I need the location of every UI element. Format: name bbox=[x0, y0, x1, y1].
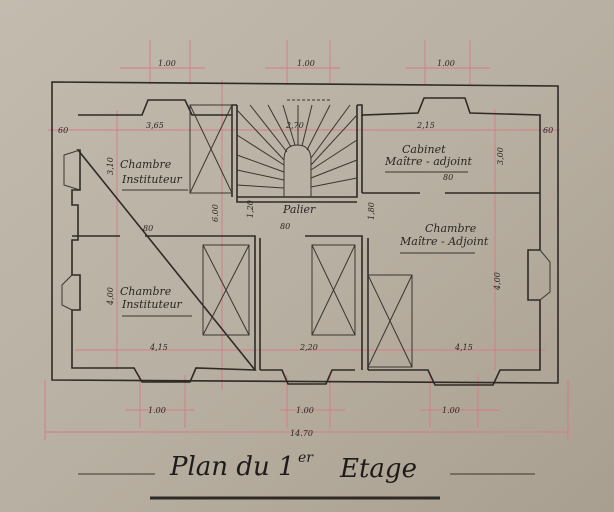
dim-palier-depth: 1,20 bbox=[246, 200, 255, 218]
room-name-chambre-top-left: Chambre bbox=[120, 158, 172, 171]
dim-height-right: 4,00 bbox=[493, 272, 502, 291]
title-rest: Etage bbox=[339, 454, 417, 484]
room-role-chambre-top-left: Instituteur bbox=[121, 173, 183, 186]
room-name-chambre-bottom-left: Chambre bbox=[120, 285, 172, 298]
dim-width-bottom-center: 2,20 bbox=[299, 343, 318, 352]
staircase bbox=[236, 99, 358, 197]
dim-wall-left: 60 bbox=[58, 126, 68, 135]
dim-door-left: 80 bbox=[143, 224, 153, 233]
dim-height-cabinet: 3,00 bbox=[496, 147, 505, 165]
room-name-cabinet: Cabinet bbox=[402, 143, 446, 156]
dim-height-bottom-left: 4,00 bbox=[106, 287, 115, 306]
cupboards bbox=[189, 104, 413, 368]
dim-height-center: 6.00 bbox=[211, 204, 220, 222]
dim-width-cabinet: 2,15 bbox=[416, 121, 435, 130]
dim-total-length: 14.70 bbox=[290, 429, 313, 438]
dim-window-top-2: 1.00 bbox=[297, 59, 315, 68]
dim-width-stair: 2,70 bbox=[285, 121, 304, 130]
dimension-lines bbox=[44, 40, 570, 440]
dim-width-top-left: 3,65 bbox=[146, 121, 164, 130]
dim-window-bottom-2: 1.00 bbox=[296, 406, 314, 415]
title-main: Plan du 1 bbox=[169, 452, 295, 482]
dim-window-bottom-1: 1.00 bbox=[148, 406, 166, 415]
title-superscript: er bbox=[298, 450, 314, 466]
dim-height-top-left: 3,10 bbox=[106, 157, 115, 175]
plan-title: Plan du 1 er Etage bbox=[78, 450, 535, 500]
walls bbox=[51, 81, 559, 386]
dim-width-bottom-right: 4,15 bbox=[454, 343, 473, 352]
dim-window-top-1: 1.00 bbox=[158, 59, 176, 68]
dimension-labels: 1.00 1.00 1.00 60 60 3,65 2,70 2,15 3,10… bbox=[58, 59, 553, 438]
room-name-chambre-right: Chambre bbox=[425, 222, 477, 235]
room-role-chambre-bottom-left: Instituteur bbox=[121, 298, 183, 311]
dim-width-bottom-left: 4,15 bbox=[149, 343, 168, 352]
dim-window-bottom-3: 1.00 bbox=[442, 406, 460, 415]
room-name-palier: Palier bbox=[282, 203, 316, 216]
dim-window-top-3: 1.00 bbox=[437, 59, 455, 68]
dim-palier-depth-right: 1,80 bbox=[367, 202, 376, 220]
dim-door-palier: 80 bbox=[280, 222, 290, 231]
room-role-chambre-right: Maître - Adjoint bbox=[399, 235, 489, 248]
dim-door-cabinet: 80 bbox=[443, 173, 453, 182]
room-role-cabinet: Maître - adjoint bbox=[384, 155, 472, 168]
dim-wall-right: 60 bbox=[543, 126, 553, 135]
